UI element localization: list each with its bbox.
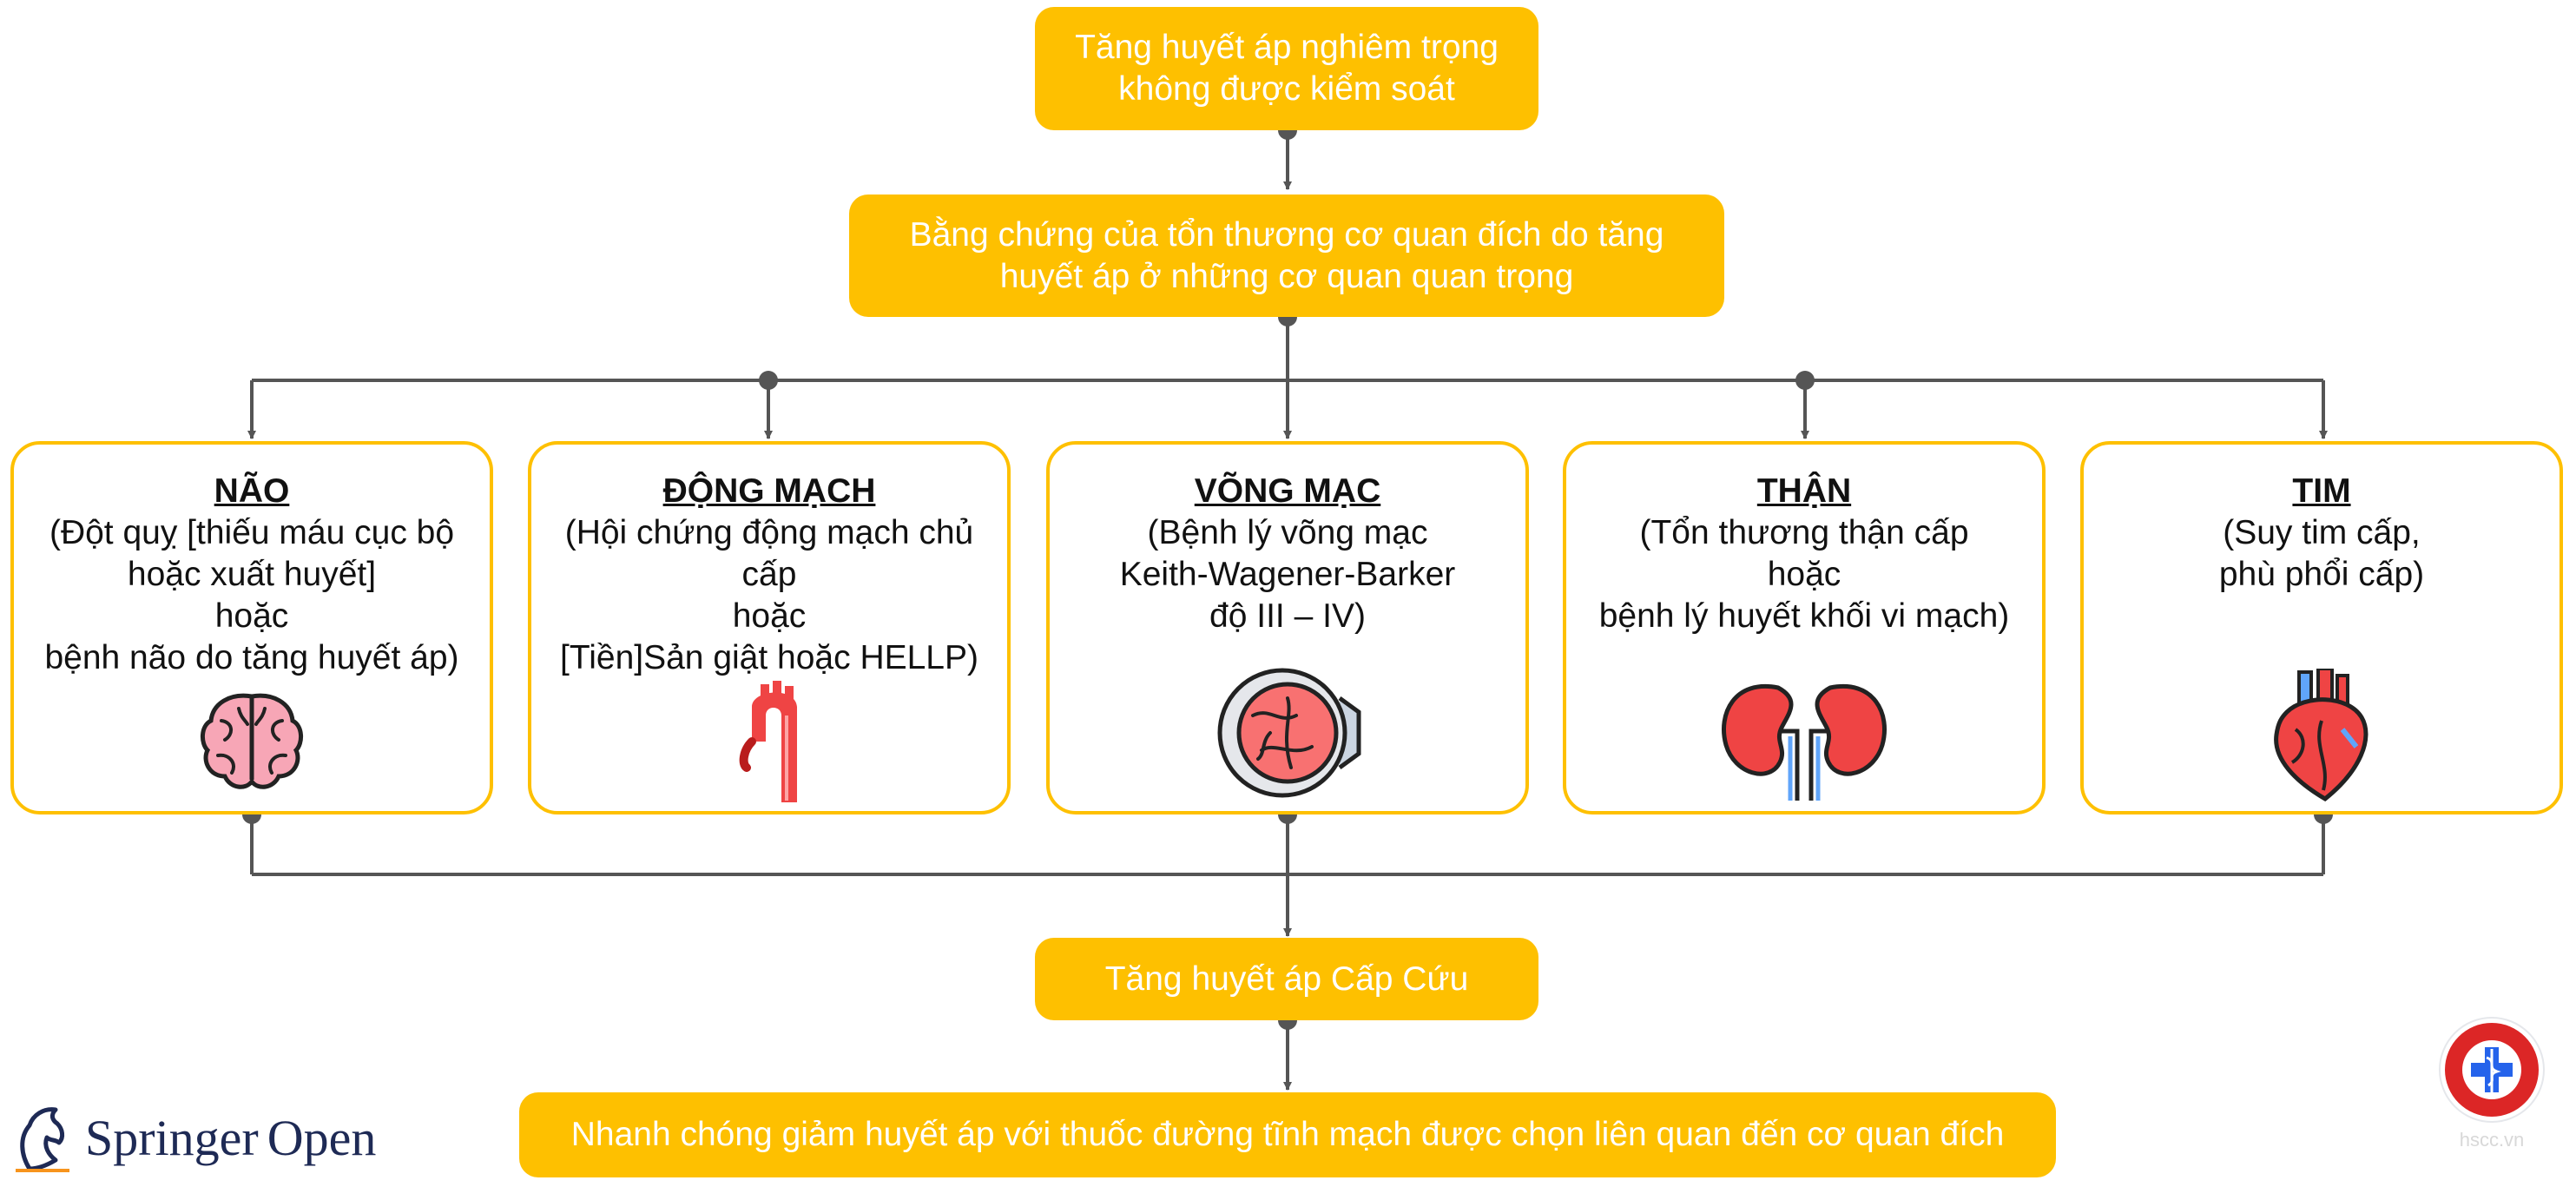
springer-horse-icon bbox=[16, 1107, 69, 1172]
hscc-watermark: hscc.vn bbox=[2459, 1129, 2525, 1151]
organ-title: THẬN bbox=[1756, 472, 1852, 510]
brain-icon bbox=[195, 686, 308, 803]
emergency-box: Tăng huyết áp Cấp Cứu bbox=[1035, 938, 1538, 1020]
heart-icon bbox=[2270, 667, 2374, 812]
organ-title: NÃO bbox=[214, 472, 290, 510]
organ-desc: (Đột quỵ [thiếu máu cục bộ hoặc xuất huy… bbox=[44, 514, 459, 676]
action-box: Nhanh chóng giảm huyết áp với thuốc đườn… bbox=[519, 1092, 2056, 1177]
organ-desc: (Tổn thương thận cấp hoặc bệnh lý huyết … bbox=[1598, 514, 2010, 635]
organ-desc: (Hội chứng động mạch chủ cấp hoặc [Tiền]… bbox=[560, 514, 978, 676]
organ-desc: (Suy tim cấp, phù phổi cấp) bbox=[2218, 514, 2425, 593]
organ-box-brain: NÃO (Đột quỵ [thiếu máu cục bộ hoặc xuất… bbox=[10, 441, 493, 814]
hscc-logo bbox=[2431, 1014, 2553, 1179]
organ-box-heart: TIM (Suy tim cấp, phù phổi cấp) bbox=[2080, 441, 2563, 814]
organ-title: VÕNG MẠC bbox=[1194, 472, 1381, 510]
organ-box-kidney: THẬN (Tổn thương thận cấp hoặc bệnh lý h… bbox=[1563, 441, 2046, 814]
springer-bold: Springer bbox=[85, 1109, 259, 1166]
organ-title: TIM bbox=[2292, 472, 2351, 510]
organ-title: ĐỘNG MẠCH bbox=[662, 472, 876, 510]
organ-box-artery: ĐỘNG MẠCH (Hội chứng động mạch chủ cấp h… bbox=[528, 441, 1011, 814]
organ-desc: (Bệnh lý võng mạc Keith-Wagener-Barker đ… bbox=[1119, 514, 1456, 635]
springer-light: Open bbox=[267, 1109, 377, 1166]
aorta-icon bbox=[726, 681, 813, 815]
evidence-box: Bằng chứng của tổn thương cơ quan đích d… bbox=[849, 195, 1724, 317]
organ-box-retina: VÕNG MẠC (Bệnh lý võng mạc Keith-Wagener… bbox=[1046, 441, 1529, 814]
eye-icon bbox=[1209, 663, 1366, 807]
kidney-icon bbox=[1717, 679, 1891, 805]
top-box: Tăng huyết áp nghiêm trọng không được ki… bbox=[1035, 7, 1538, 130]
